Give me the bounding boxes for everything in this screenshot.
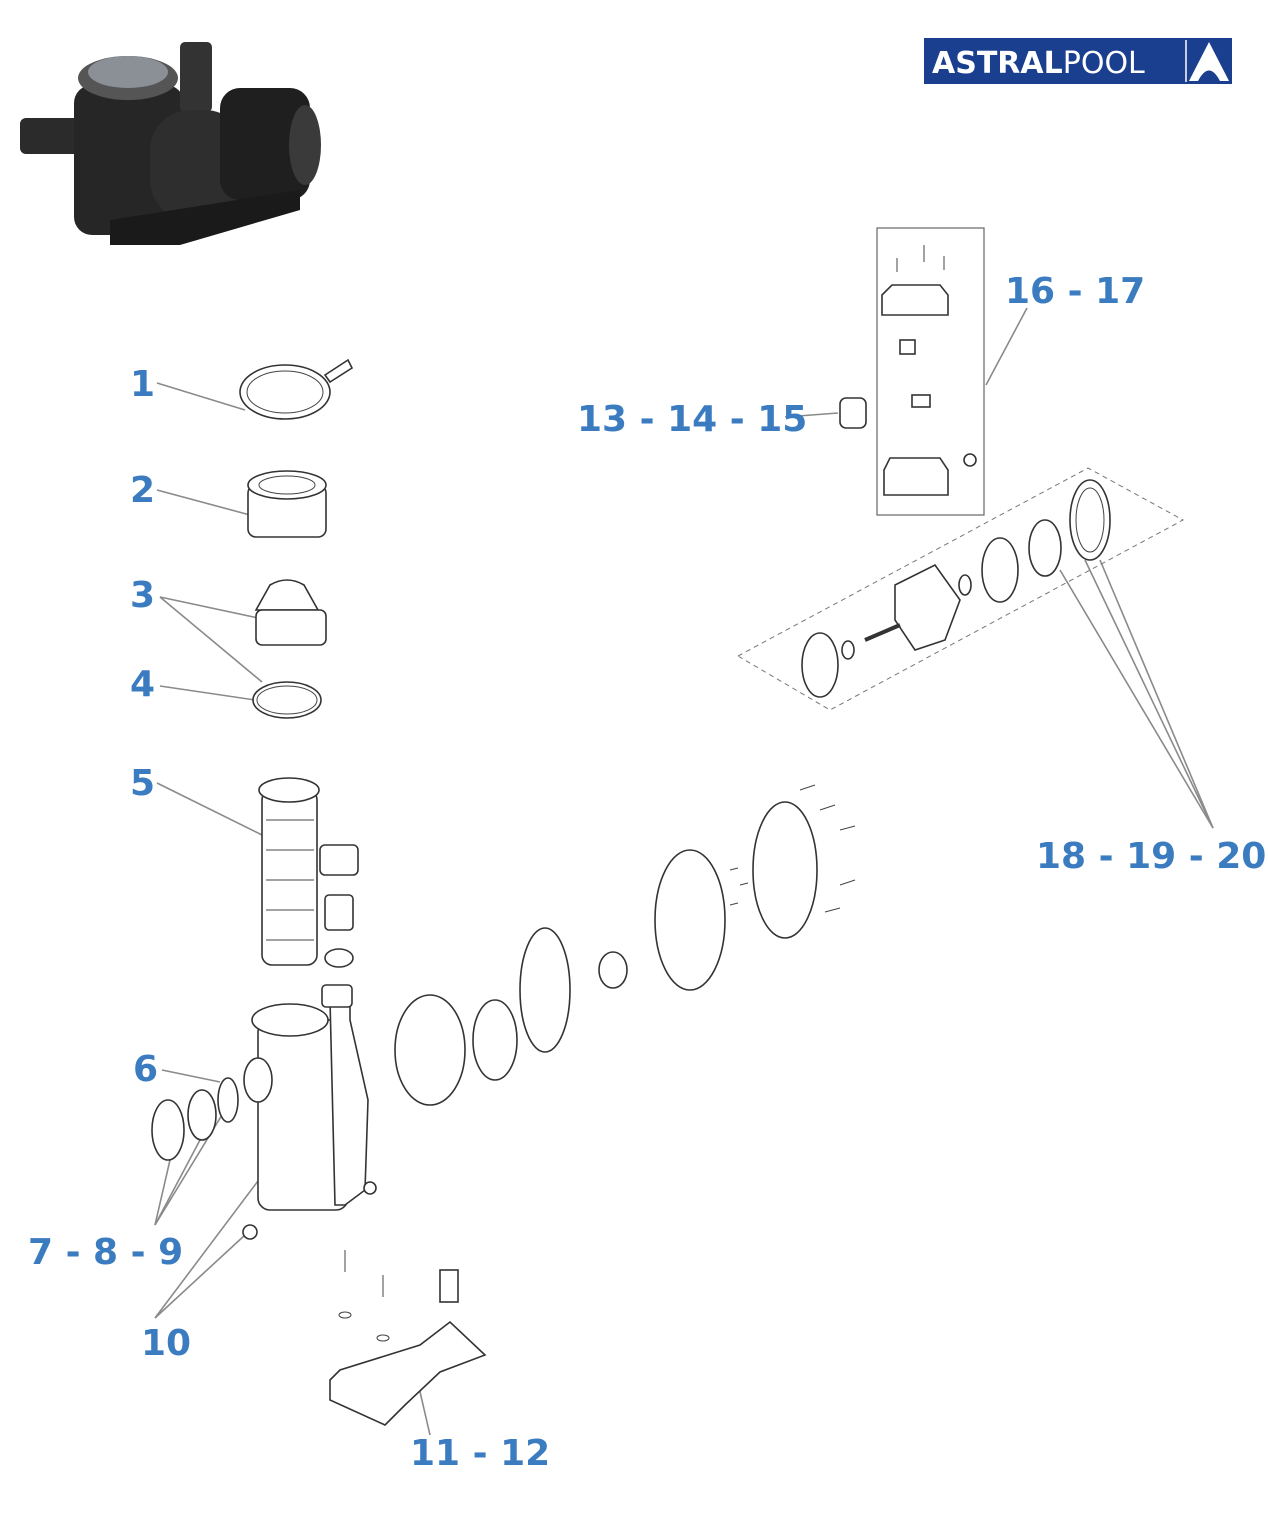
part-pump-body (151, 984, 377, 1240)
callout-18-19-20: 18 - 19 - 20 (1036, 836, 1266, 877)
leader-lines (154, 307, 1214, 1436)
part-lid-ring (239, 358, 354, 420)
callout-labels: 1 2 3 4 5 6 7 - 8 - 9 10 11 - 12 13 - 14… (28, 271, 1266, 1474)
callout-16-17: 16 - 17 (1005, 271, 1145, 312)
callout-5: 5 (130, 763, 155, 804)
part-lid (254, 579, 327, 646)
callout-6: 6 (133, 1049, 158, 1090)
callout-13-14-15: 13 - 14 - 15 (577, 399, 807, 440)
part-electrical-box (839, 227, 985, 516)
callout-2: 2 (130, 470, 155, 511)
part-diffuser-seal-impeller (394, 784, 856, 1106)
astralpool-logo: ASTRALPOOL (924, 38, 1232, 84)
callout-11-12: 11 - 12 (410, 1433, 550, 1474)
part-oring (252, 681, 322, 719)
svg-text:ASTRALPOOL: ASTRALPOOL (932, 46, 1145, 81)
callout-1: 1 (130, 364, 155, 405)
part-motor-assembly (736, 467, 1185, 711)
part-nut (247, 470, 327, 538)
part-base (329, 1250, 487, 1426)
part-basket (258, 777, 359, 968)
pump-product-photo (20, 42, 321, 245)
callout-3: 3 (130, 575, 155, 616)
callout-4: 4 (130, 664, 155, 705)
callout-10: 10 (141, 1323, 191, 1364)
callout-7-8-9: 7 - 8 - 9 (28, 1232, 183, 1273)
